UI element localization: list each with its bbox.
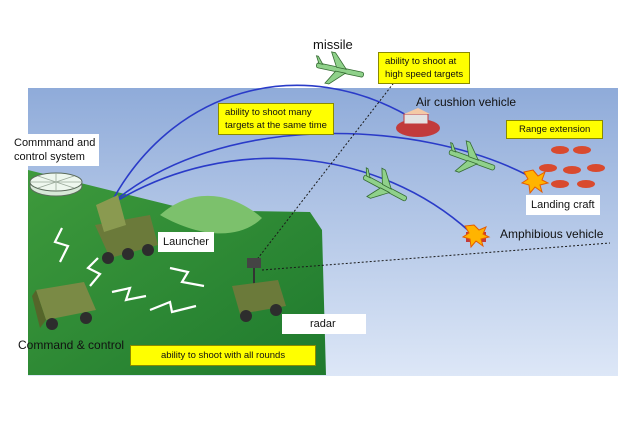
- command-dish-icon: [29, 172, 83, 197]
- radio-link-icon: [53, 227, 205, 314]
- callout-many-targets-line2: targets at the same time: [225, 120, 327, 131]
- command-system-label: Commmand and control system: [10, 134, 100, 166]
- callout-range-extension: Range extension: [506, 120, 604, 139]
- callout-many-targets: ability to shoot many targets at the sam…: [218, 103, 334, 135]
- hovercraft-icon: [396, 108, 440, 137]
- callout-high-speed-line1: ability to shoot at: [385, 56, 457, 67]
- radar-vehicle-icon: [232, 258, 286, 322]
- landing-craft-label: Landing craft: [526, 195, 600, 215]
- trajectory-amphibious: [109, 157, 471, 233]
- command-system-label-line1: Commmand and: [14, 137, 96, 149]
- command-vehicle-icon: [32, 282, 96, 330]
- hill: [160, 195, 262, 234]
- callout-all-rounds: ability to shoot with all rounds: [130, 345, 317, 366]
- command-system-label-line2: control system: [14, 151, 85, 163]
- air-cushion-vehicle-label: Air cushion vehicle: [416, 95, 517, 109]
- amphibious-vehicle-label: Amphibious vehicle: [500, 227, 604, 241]
- callout-many-targets-line1: ability to shoot many: [225, 107, 312, 118]
- callout-high-speed-line2: high speed targets: [385, 69, 464, 80]
- radar-label: radar: [282, 314, 366, 334]
- launcher-icon: [95, 195, 158, 264]
- missile-icon: [315, 51, 496, 202]
- explosion-icon: [461, 169, 550, 249]
- command-control-label: Command & control: [18, 338, 125, 352]
- launcher-label: Launcher: [158, 232, 214, 252]
- trajectory-air-cushion: [109, 84, 416, 206]
- missile-label: missile: [313, 37, 353, 52]
- landing-craft-icon: [539, 146, 605, 188]
- callout-high-speed-targets: ability to shoot at high speed targets: [378, 52, 471, 84]
